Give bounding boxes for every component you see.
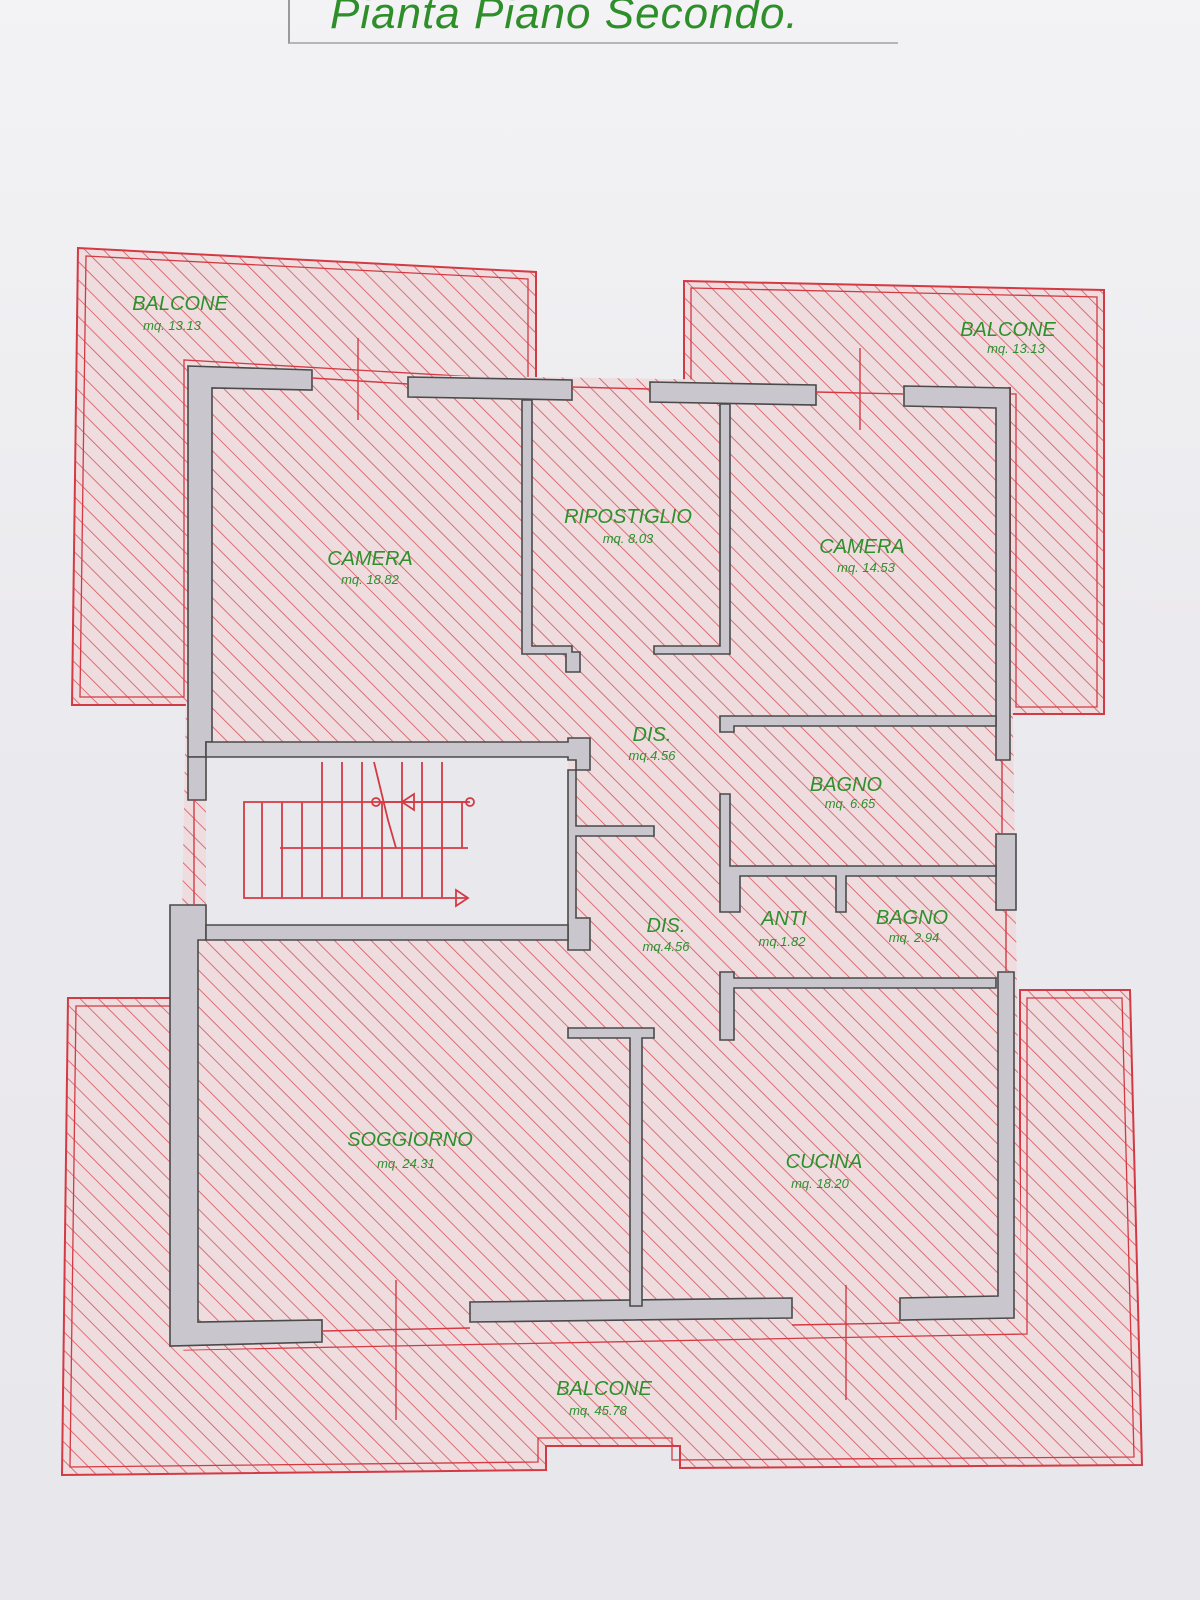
interior-floor [174, 372, 1022, 1350]
room-area: mq. 45.78 [569, 1403, 628, 1418]
room-balcone-top-left: BALCONE mq. 13.13 [132, 293, 228, 333]
room-name: BAGNO [876, 907, 948, 929]
room-camera-right: CAMERA mq. 14.53 [819, 536, 905, 575]
room-bagno-large: BAGNO mq. 6.65 [810, 774, 882, 811]
window-marks [193, 338, 1007, 1420]
room-area: mq.1.82 [759, 934, 807, 949]
room-name: CAMERA [327, 548, 413, 570]
room-area: mq.4.56 [643, 939, 691, 954]
room-anti: ANTI mq.1.82 [759, 908, 808, 949]
room-ripostiglio: RIPOSTIGLIO mq. 8.03 [564, 506, 692, 546]
room-balcone-top-right: BALCONE mq. 13.13 [960, 319, 1056, 356]
room-area: mq. 14.53 [837, 560, 896, 575]
room-name: BALCONE [132, 293, 228, 315]
room-bagno-small: BAGNO mq. 2.94 [876, 907, 948, 945]
room-dis-upper: DIS. mq.4.56 [629, 724, 677, 763]
room-soggiorno: SOGGIORNO mq. 24.31 [347, 1129, 473, 1171]
room-area: mq. 6.65 [825, 796, 876, 811]
room-name: BALCONE [960, 319, 1056, 341]
plan-title: Pianta Piano Secondo. [330, 0, 799, 38]
walls [169, 365, 1017, 1347]
staircase [206, 757, 568, 939]
room-area: mq. 8.03 [603, 531, 654, 546]
room-area: mq. 13.13 [143, 318, 202, 333]
room-area: mq. 18.82 [341, 572, 400, 587]
room-name: BAGNO [810, 774, 882, 796]
room-name: DIS. [633, 724, 672, 746]
room-area: mq. 18.20 [791, 1176, 850, 1191]
room-name: DIS. [647, 915, 686, 937]
room-camera-left: CAMERA mq. 18.82 [327, 548, 413, 587]
room-dis-lower: DIS. mq.4.56 [643, 915, 691, 954]
room-balcone-bottom: BALCONE mq. 45.78 [556, 1378, 652, 1418]
room-cucina: CUCINA mq. 18.20 [786, 1151, 863, 1191]
room-name: CAMERA [819, 536, 905, 558]
title-frame [288, 0, 898, 44]
room-area: mq. 13.13 [987, 341, 1046, 356]
room-name: SOGGIORNO [347, 1129, 473, 1151]
room-name: RIPOSTIGLIO [564, 506, 692, 528]
room-name: ANTI [760, 908, 807, 930]
room-area: mq.4.56 [629, 748, 677, 763]
room-name: CUCINA [786, 1151, 863, 1173]
room-area: mq. 24.31 [377, 1156, 435, 1171]
room-name: BALCONE [556, 1378, 652, 1400]
room-area: mq. 2.94 [889, 930, 940, 945]
